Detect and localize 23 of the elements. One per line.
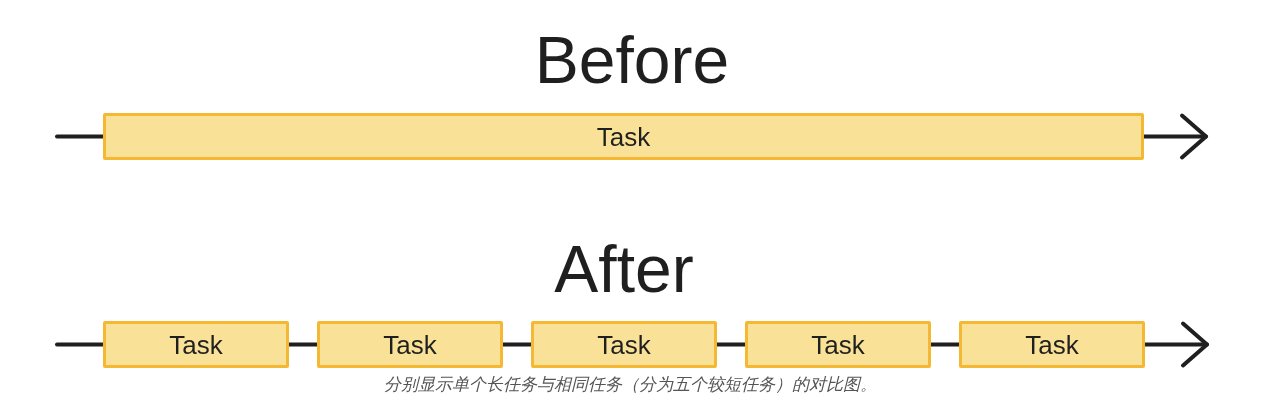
task-box xyxy=(745,321,931,368)
task-label: Task xyxy=(383,331,437,358)
connector-line xyxy=(929,342,961,347)
task-label: Task xyxy=(811,331,865,358)
connector-line xyxy=(55,134,105,139)
caption: 分别显示单个长任务与相同任务（分为五个较短任务）的对比图。 xyxy=(383,376,877,393)
task-label: Task xyxy=(596,123,651,150)
connector-line xyxy=(287,342,319,347)
heading: Before xyxy=(534,27,730,93)
arrow xyxy=(1143,321,1209,368)
task-label: Task xyxy=(169,331,223,358)
connector-line xyxy=(715,342,747,347)
task-box xyxy=(103,321,289,368)
task-bar xyxy=(103,113,1144,160)
task-label: Task xyxy=(1025,331,1079,358)
heading: After xyxy=(554,236,694,302)
connector-line xyxy=(55,342,105,347)
task-box xyxy=(959,321,1145,368)
arrow xyxy=(1142,113,1208,160)
task-label: Task xyxy=(597,331,651,358)
connector-line xyxy=(501,342,533,347)
task-box xyxy=(531,321,717,368)
task-box xyxy=(317,321,503,368)
